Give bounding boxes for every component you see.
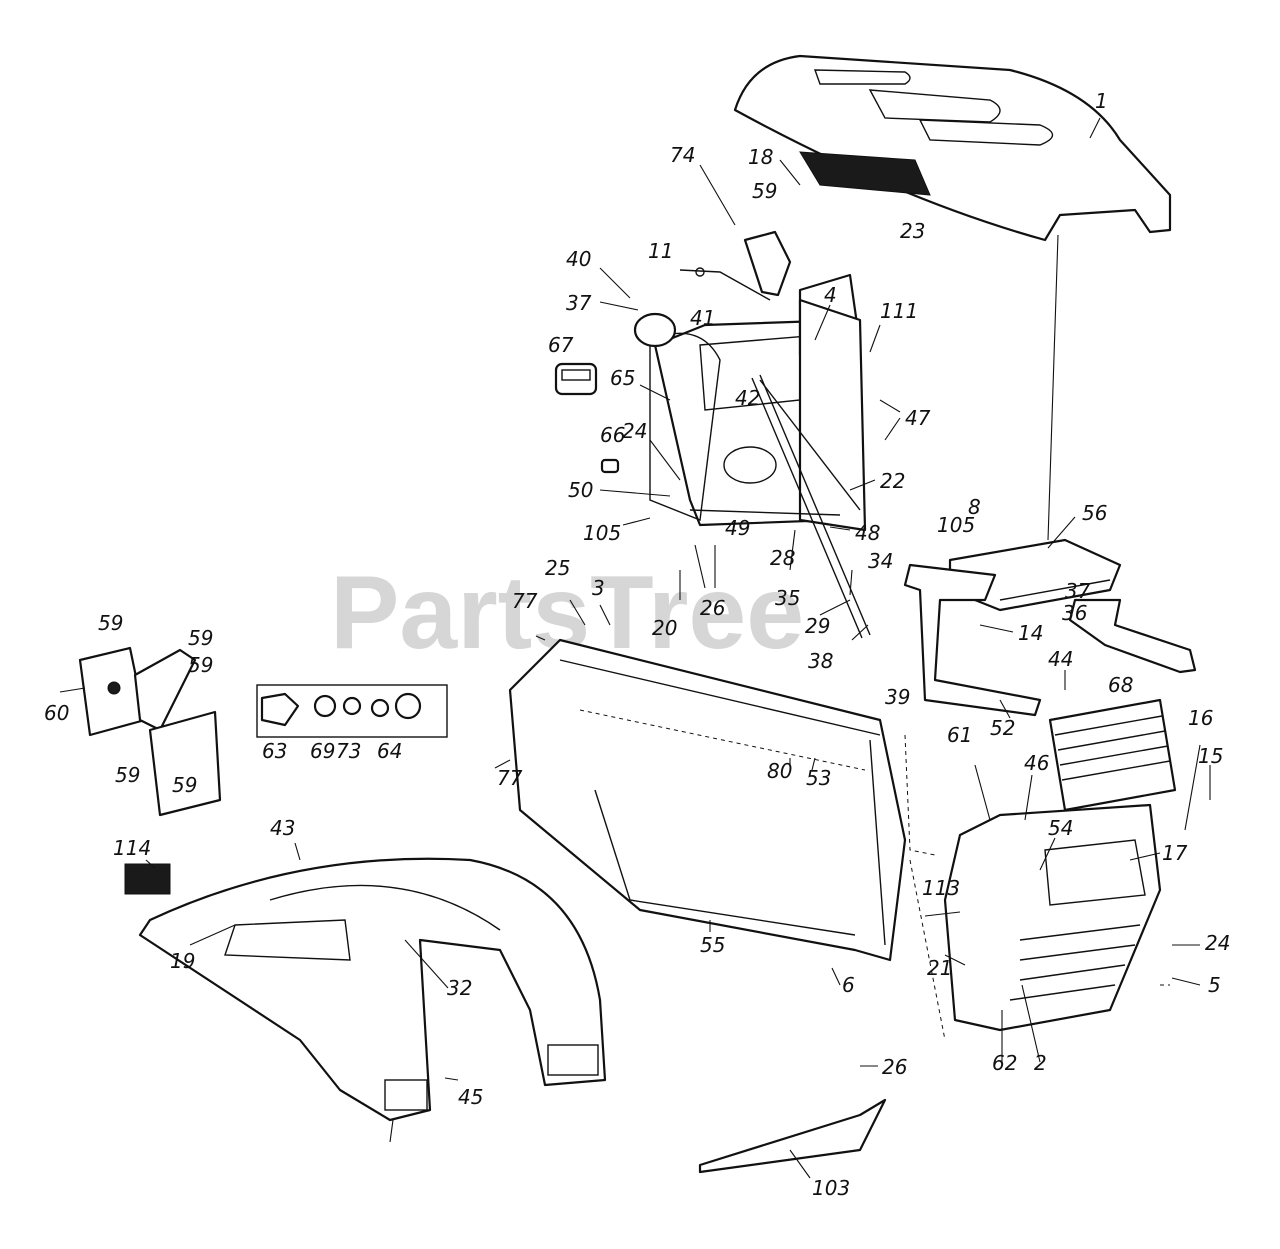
callout-45: 45 — [458, 1085, 483, 1109]
callout-73: 73 — [336, 739, 361, 763]
callout-2: 2 — [1034, 1051, 1047, 1075]
callout-18: 18 — [748, 145, 773, 169]
callout-59: 59 — [172, 773, 197, 797]
callout-69: 69 — [310, 739, 335, 763]
part-hardware-box — [256, 684, 448, 738]
callout-37: 37 — [566, 291, 592, 315]
callout-74: 74 — [670, 143, 695, 167]
callout-28: 28 — [770, 546, 795, 570]
callout-17: 17 — [1162, 841, 1188, 865]
callout-22: 22 — [880, 469, 905, 493]
callout-59: 59 — [188, 653, 213, 677]
callout-5: 5 — [1208, 973, 1221, 997]
callout-49: 49 — [725, 516, 750, 540]
part-67 — [554, 362, 598, 396]
part-hood-top — [733, 54, 1172, 242]
callout-103: 103 — [812, 1176, 850, 1200]
callout-36: 36 — [1062, 601, 1087, 625]
callout-14: 14 — [1018, 621, 1043, 645]
callout-24: 24 — [1205, 931, 1230, 955]
part-front-panel — [508, 638, 907, 962]
callout-114: 114 — [113, 836, 151, 860]
callout-37: 37 — [1065, 579, 1091, 603]
callout-52: 52 — [990, 716, 1015, 740]
part-66 — [600, 458, 620, 474]
callout-48: 48 — [855, 521, 880, 545]
part-hood-bracket — [679, 230, 792, 301]
part-114 — [124, 863, 171, 895]
callout-62: 62 — [992, 1051, 1017, 1075]
callout-labels: 1 18 23 74 59 11 40 37 41 4 111 67 65 42… — [44, 89, 1230, 1200]
callout-41: 41 — [690, 306, 715, 330]
leader-lines — [59, 117, 1211, 1179]
callout-21: 21 — [927, 956, 952, 980]
callout-111: 111 — [880, 299, 918, 323]
callout-77: 77 — [497, 766, 523, 790]
part-103 — [698, 1098, 887, 1174]
callout-39: 39 — [885, 685, 910, 709]
part-vent-screen — [799, 151, 931, 196]
callout-15: 15 — [1198, 744, 1223, 768]
part-steering-shaft — [751, 374, 871, 639]
callout-26: 26 — [700, 596, 725, 620]
callout-25: 25 — [545, 556, 570, 580]
callout-4: 4 — [824, 283, 837, 307]
callout-56: 56 — [1082, 501, 1107, 525]
assembly-lines — [904, 234, 1170, 1041]
callout-32: 32 — [447, 976, 472, 1000]
callout-11: 11 — [648, 239, 673, 263]
callout-59: 59 — [752, 179, 777, 203]
callout-6: 6 — [842, 973, 855, 997]
part-grille — [943, 803, 1162, 1032]
callout-42: 42 — [735, 386, 760, 410]
callout-59: 59 — [98, 611, 123, 635]
callout-35: 35 — [775, 586, 800, 610]
callout-1: 1 — [1095, 89, 1108, 113]
callout-3: 3 — [592, 576, 605, 600]
callout-65: 65 — [610, 366, 635, 390]
callout-64: 64 — [377, 739, 402, 763]
part-dash-panel — [649, 273, 867, 532]
callout-34: 34 — [868, 549, 893, 573]
callout-105: 105 — [937, 513, 975, 537]
callout-19: 19 — [170, 949, 195, 973]
callout-43: 43 — [270, 816, 295, 840]
callout-63: 63 — [262, 739, 287, 763]
callout-16: 16 — [1188, 706, 1213, 730]
callout-59: 59 — [115, 763, 140, 787]
callout-61: 61 — [947, 723, 972, 747]
callout-44: 44 — [1048, 647, 1073, 671]
callout-38: 38 — [808, 649, 833, 673]
part-41 — [633, 312, 677, 348]
callout-77: 77 — [512, 589, 538, 613]
callout-26: 26 — [882, 1055, 907, 1079]
callout-24: 24 — [622, 419, 647, 443]
callout-60: 60 — [44, 701, 69, 725]
callout-105: 105 — [583, 521, 621, 545]
callout-50: 50 — [568, 478, 593, 502]
callout-68: 68 — [1108, 673, 1133, 697]
callout-20: 20 — [652, 616, 677, 640]
part-68 — [1048, 698, 1177, 812]
callout-55: 55 — [700, 933, 725, 957]
part-fender — [138, 857, 607, 1122]
callout-67: 67 — [548, 333, 574, 357]
callout-40: 40 — [566, 247, 591, 271]
callout-54: 54 — [1048, 816, 1073, 840]
callout-29: 29 — [805, 614, 830, 638]
callout-8: 8 — [968, 495, 981, 519]
part-battery-tray — [903, 538, 1197, 717]
callout-59: 59 — [188, 626, 213, 650]
callout-23: 23 — [900, 219, 925, 243]
callout-113: 113 — [922, 876, 960, 900]
part-hitch-bracket — [78, 646, 222, 817]
callout-80: 80 — [767, 759, 792, 783]
callout-46: 46 — [1024, 751, 1049, 775]
callout-47: 47 — [905, 406, 931, 430]
callout-66: 66 — [600, 423, 625, 447]
callout-53: 53 — [806, 766, 831, 790]
